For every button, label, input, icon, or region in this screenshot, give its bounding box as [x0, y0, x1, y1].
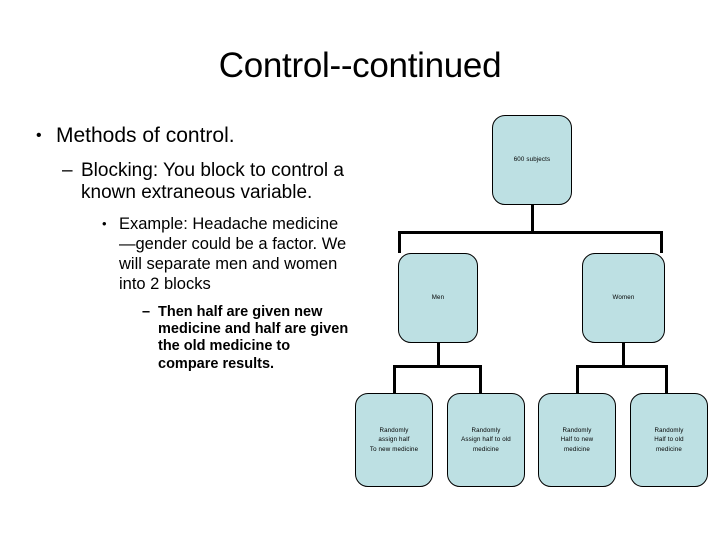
bullet-marker: – — [142, 303, 151, 320]
bullet-marker: • — [36, 127, 42, 144]
bullet-item-level-1: • Methods of control. — [36, 124, 354, 149]
bullet-text: Blocking: You block to control a known e… — [81, 159, 345, 203]
connector-women-down — [622, 343, 625, 367]
tree-node-women-old-medicine: Randomly Half to old medicine — [630, 393, 708, 487]
connector-root-down — [530, 205, 534, 234]
bullet-marker: – — [62, 159, 73, 181]
connector-women-new — [576, 365, 579, 393]
tree-node-label: Randomly Half to new medicine — [560, 426, 594, 453]
connector-men-down — [436, 343, 440, 367]
tree-node-men-old-medicine: Randomly Assign half to old medicine — [447, 393, 525, 487]
connector-men-bar — [393, 365, 482, 368]
tree-diagram: 600 subjects Men Women Randomly assign h… — [340, 100, 720, 500]
page-title: Control--continued — [218, 46, 502, 85]
tree-node-men-new-medicine: Randomly assign half To new medicine — [355, 393, 433, 487]
tree-node-root: 600 subjects — [492, 115, 572, 205]
bullet-text: Then half are given new medicine and hal… — [158, 303, 349, 372]
connector-women-bar — [576, 365, 668, 368]
tree-node-label: Randomly Half to old medicine — [654, 426, 684, 453]
connector-men-old — [479, 365, 482, 393]
connector-level1-bar — [398, 231, 663, 234]
tree-node-label: Randomly Assign half to old medicine — [461, 426, 511, 453]
connector-men-new — [393, 365, 396, 393]
bullet-text: Example: Headache medicine—gender could … — [119, 215, 347, 293]
connector-women-old — [665, 365, 668, 393]
bullet-item-level-3: • Example: Headache medicine—gender coul… — [102, 215, 354, 294]
tree-node-label: Randomly assign half To new medicine — [369, 426, 419, 453]
bullet-text: Methods of control. — [56, 124, 235, 147]
bullet-item-level-4: – Then half are given new medicine and h… — [142, 304, 354, 374]
connector-to-men — [398, 231, 401, 253]
tree-node-men: Men — [398, 253, 478, 343]
tree-node-label: Women — [612, 294, 635, 302]
connector-to-women — [660, 231, 663, 253]
bullet-list: • Methods of control. – Blocking: You bl… — [24, 124, 354, 373]
tree-node-label: 600 subjects — [513, 156, 551, 164]
tree-node-women: Women — [582, 253, 665, 343]
tree-node-women-new-medicine: Randomly Half to new medicine — [538, 393, 616, 487]
bullet-item-level-2: – Blocking: You block to control a known… — [62, 160, 354, 205]
tree-node-label: Men — [431, 294, 445, 302]
bullet-marker: • — [102, 216, 107, 232]
